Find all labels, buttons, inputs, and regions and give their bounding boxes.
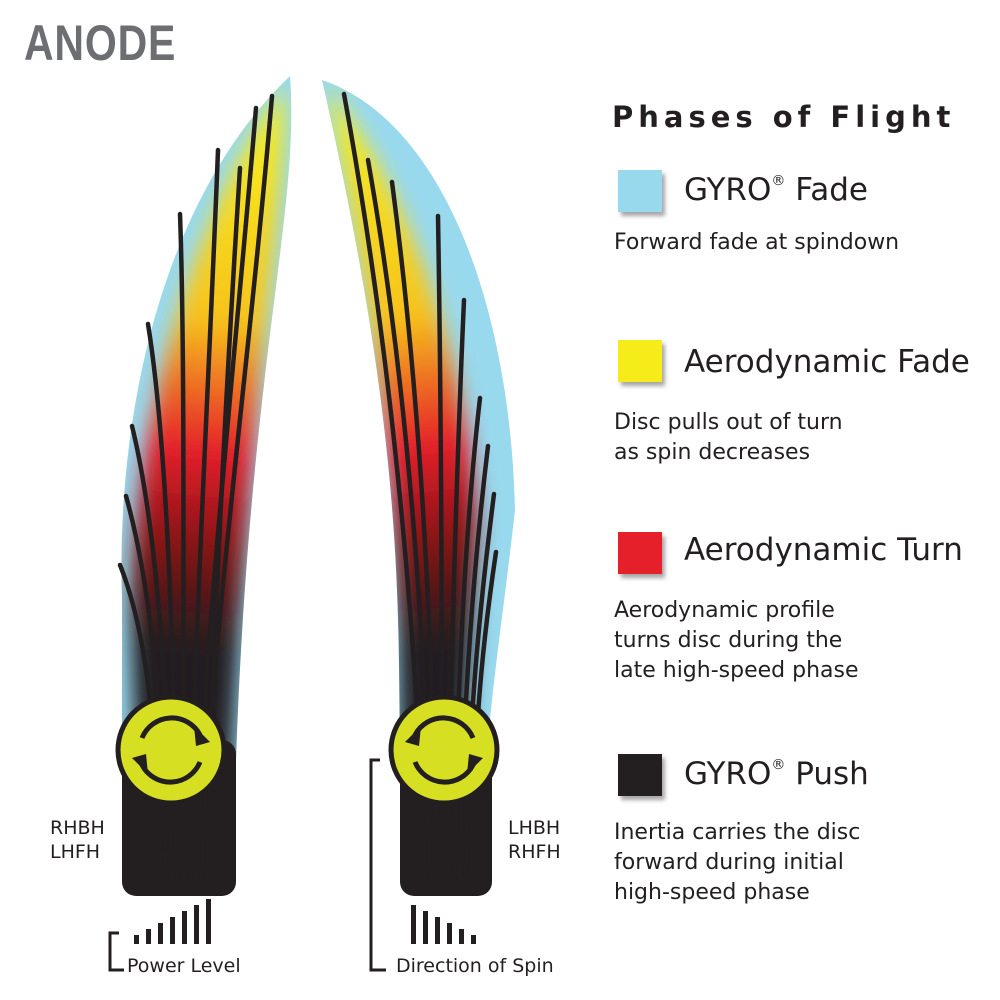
- power-level-label: Power Level: [127, 955, 241, 977]
- left-flight-path: [115, 76, 292, 896]
- power-level-icon: [134, 899, 211, 944]
- gyro-fade-description: Forward fade at spindown: [614, 230, 900, 255]
- gyro-fade-swatch: [618, 170, 662, 212]
- aerodynamic-turn-swatch: [618, 532, 662, 574]
- legend-title: Phases of Flight: [612, 100, 956, 134]
- page-title: ANODE: [24, 15, 177, 71]
- aerodynamic-turn-description: Aerodynamic profile turns disc during th…: [614, 598, 859, 683]
- counterclockwise-arrows-icon: [388, 694, 500, 806]
- aerodynamic-turn-name: Aerodynamic Turn: [684, 532, 963, 568]
- power-level-bracket: [108, 931, 124, 972]
- direction-of-spin-bracket: [369, 758, 386, 972]
- direction-of-spin-label: Direction of Spin: [396, 955, 554, 977]
- clockwise-arrows-icon: [115, 694, 227, 806]
- left-flight-label: RHBH LHFH: [50, 817, 105, 863]
- right-disc: [388, 694, 500, 806]
- right-flight-path: [322, 80, 515, 896]
- gyro-push-description: Inertia carries the disc forward during …: [614, 820, 861, 905]
- aerodynamic-fade-swatch: [618, 340, 662, 382]
- aerodynamic-fade-description: Disc pulls out of turn as spin decreases: [614, 410, 843, 465]
- aerodynamic-fade-name: Aerodynamic Fade: [684, 344, 970, 380]
- left-disc: [115, 694, 227, 806]
- gyro-push-swatch: [618, 754, 662, 796]
- gyro-fade-name: GYRO® Fade: [684, 172, 868, 208]
- gyro-push-name: GYRO® Push: [684, 756, 869, 792]
- right-flight-label: LHBH RHFH: [508, 817, 561, 863]
- direction-of-spin-icon: [411, 905, 476, 944]
